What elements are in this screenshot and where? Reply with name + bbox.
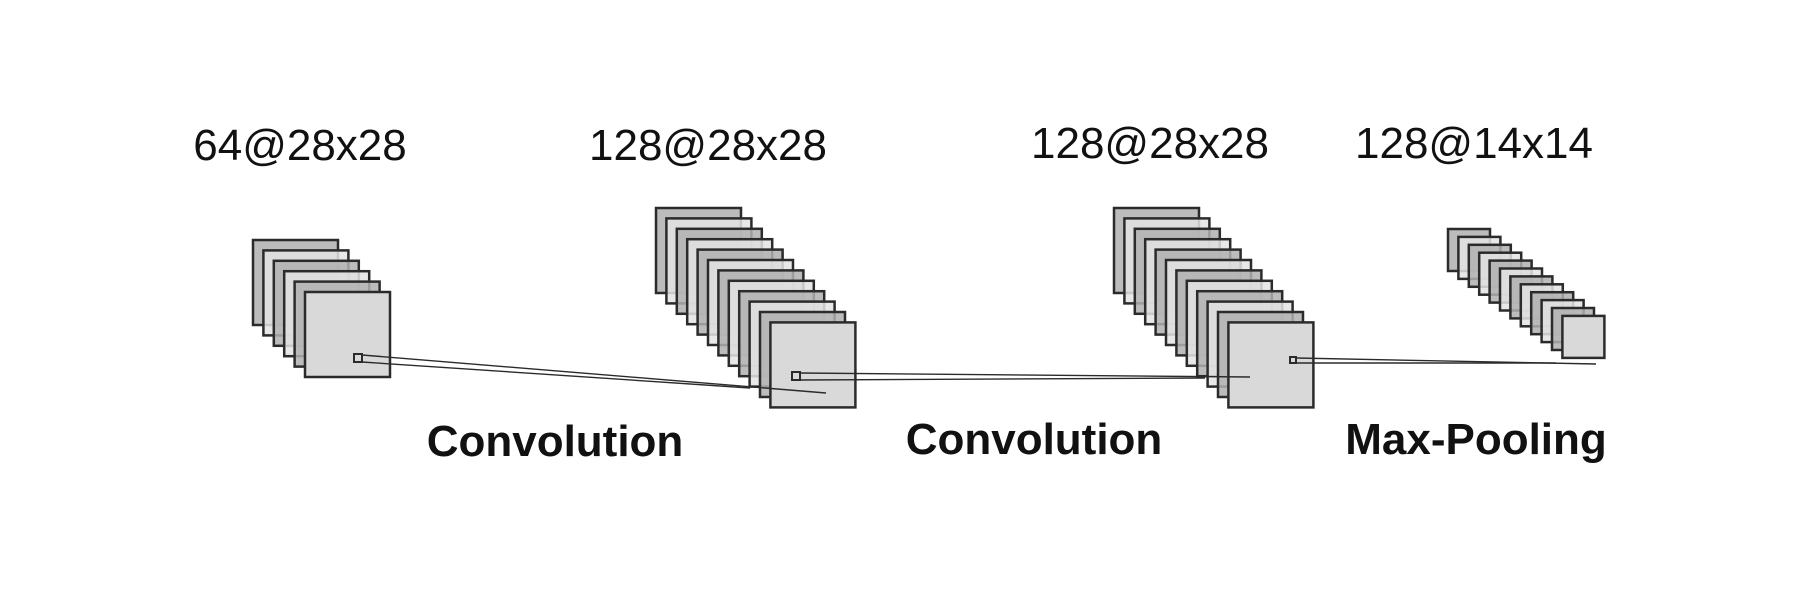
- operation-1-label: Convolution: [427, 417, 684, 466]
- connection-line-1a: [361, 354, 827, 394]
- layer-1-feature-map-6: [303, 290, 392, 379]
- connection-2: [791, 371, 1251, 381]
- layer-2-feature-map-stack: [654, 206, 857, 409]
- operation-2-label: Convolution: [906, 415, 1163, 464]
- layer-1-feature-map-stack: [251, 238, 392, 379]
- connection-1: [353, 353, 827, 394]
- connection-line-1b: [361, 361, 751, 389]
- kernel-box-2: [791, 371, 801, 381]
- layer-3-shape-label: 128@28x28: [1031, 119, 1269, 168]
- layer-4-feature-map-12: [1561, 314, 1606, 360]
- layer-3-feature-map-12: [1227, 321, 1315, 409]
- layer-4-feature-map-stack: [1446, 227, 1606, 360]
- layer-4-shape-label: 128@14x14: [1355, 119, 1593, 168]
- operation-3-label: Max-Pooling: [1345, 415, 1607, 464]
- layer-2-shape-label: 128@28x28: [589, 121, 827, 170]
- kernel-box-1: [353, 353, 363, 363]
- layer-2-feature-map-12: [769, 321, 857, 409]
- connection-line-2a: [799, 372, 1251, 378]
- connection-3: [1289, 356, 1597, 365]
- layer-3-feature-map-stack: [1112, 206, 1315, 409]
- layer-1-shape-label: 64@28x28: [193, 121, 407, 170]
- kernel-box-3: [1289, 356, 1297, 364]
- connection-line-2b: [799, 377, 1206, 381]
